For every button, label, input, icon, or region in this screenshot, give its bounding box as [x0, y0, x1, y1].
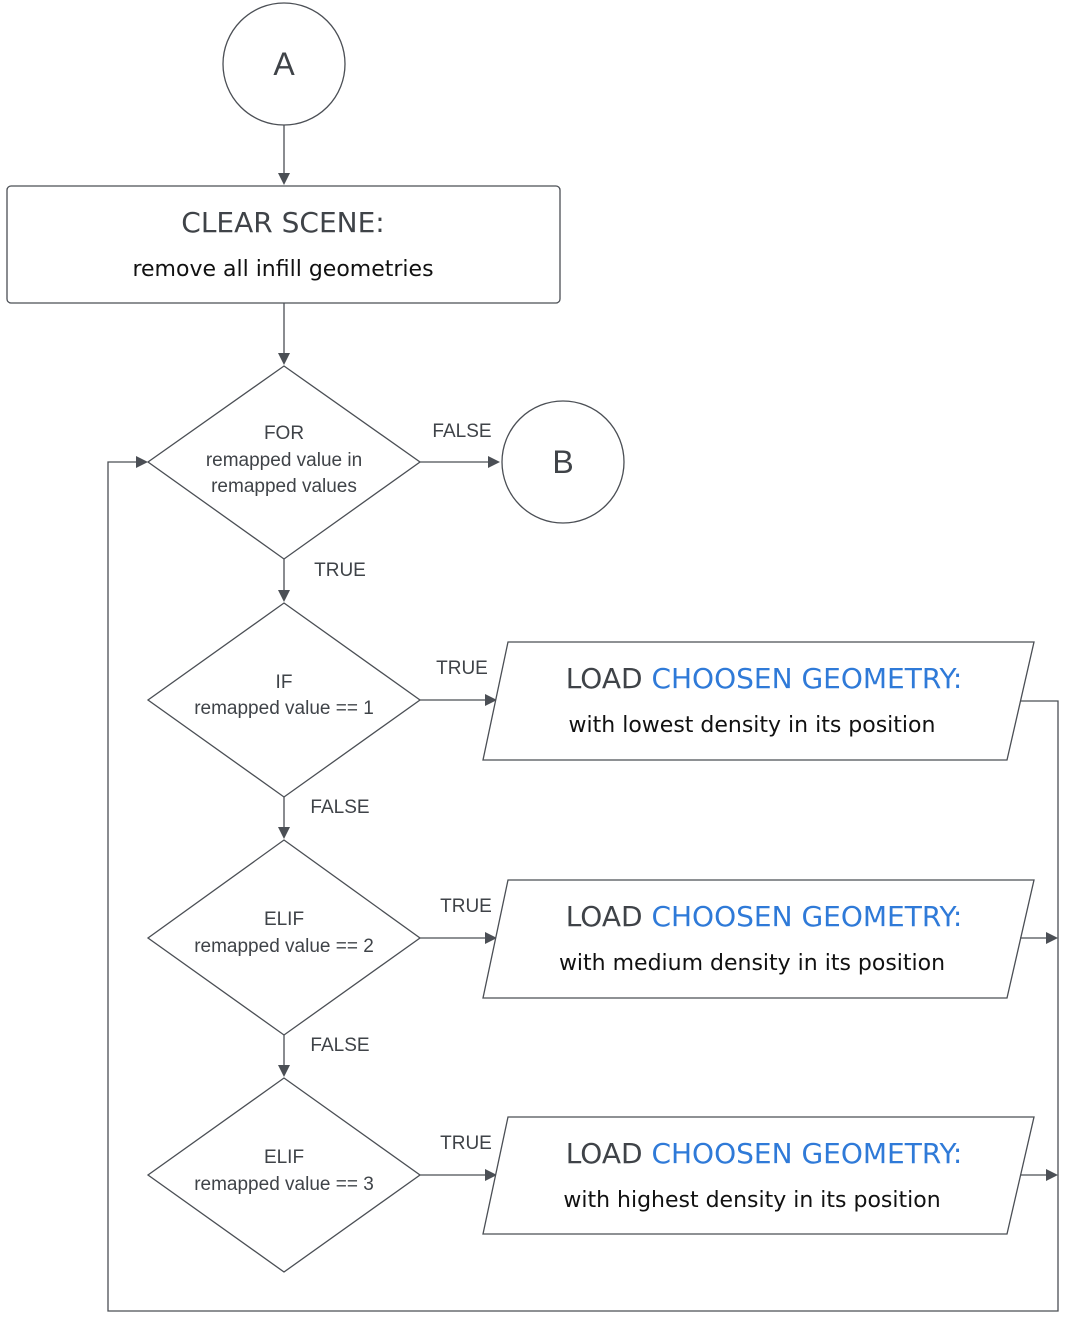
clear-scene-subtitle: remove all infill geometries	[132, 257, 433, 282]
edge-elif2-to-load-med: TRUE	[420, 896, 497, 944]
load-med-title-prefix: LOAD	[566, 900, 652, 933]
load-high-title: LOAD CHOOSEN GEOMETRY:	[566, 1137, 963, 1170]
load-med-subtitle: with medium density in its position	[559, 951, 945, 976]
if-decision: IF remapped value == 1	[146, 602, 422, 798]
connector-a: A	[222, 2, 346, 126]
edge-clear-to-for	[278, 303, 290, 365]
edge-load-high-to-rail	[1020, 1169, 1058, 1181]
if-line2: remapped value == 1	[194, 698, 374, 719]
elif2-line2: remapped value == 2	[194, 936, 374, 957]
load-low-box: LOAD CHOOSEN GEOMETRY: with lowest densi…	[482, 641, 1035, 761]
edge-a-to-clear	[278, 125, 290, 185]
load-high-box: LOAD CHOOSEN GEOMETRY: with highest dens…	[482, 1116, 1035, 1235]
elif3-decision: ELIF remapped value == 3	[146, 1077, 422, 1273]
load-low-subtitle: with lowest density in its position	[569, 713, 936, 738]
load-med-title-highlight: CHOOSEN GEOMETRY:	[651, 900, 962, 933]
clear-scene-box: CLEAR SCENE: remove all infill geometrie…	[6, 185, 561, 304]
for-line1: FOR	[264, 423, 304, 444]
if-true-label: TRUE	[436, 658, 488, 679]
edge-for-to-if: TRUE	[278, 559, 366, 602]
for-true-label: TRUE	[314, 560, 366, 581]
edge-if-to-elif2: FALSE	[278, 797, 370, 839]
for-line3: remapped values	[211, 476, 357, 497]
edge-if-to-load-low: TRUE	[420, 658, 497, 706]
edge-elif2-to-elif3: FALSE	[278, 1035, 370, 1077]
elif3-true-label: TRUE	[440, 1133, 492, 1154]
elif2-decision: ELIF remapped value == 2	[146, 839, 422, 1036]
if-line1: IF	[276, 672, 293, 693]
edge-load-med-to-rail	[1020, 932, 1058, 944]
load-high-title-highlight: CHOOSEN GEOMETRY:	[651, 1137, 962, 1170]
connector-b: B	[501, 400, 625, 524]
elif3-line1: ELIF	[264, 1147, 304, 1168]
for-false-label: FALSE	[432, 421, 491, 442]
elif2-true-label: TRUE	[440, 896, 492, 917]
load-med-box: LOAD CHOOSEN GEOMETRY: with medium densi…	[482, 879, 1035, 999]
clear-scene-title: CLEAR SCENE:	[181, 206, 384, 239]
load-low-title-prefix: LOAD	[566, 662, 652, 695]
for-decision: FOR remapped value in remapped values	[146, 365, 422, 560]
connector-b-label: B	[552, 444, 573, 480]
elif2-false-label: FALSE	[310, 1035, 369, 1056]
for-line2: remapped value in	[206, 450, 362, 471]
load-low-title: LOAD CHOOSEN GEOMETRY:	[566, 662, 963, 695]
if-false-label: FALSE	[310, 797, 369, 818]
connector-a-label: A	[273, 46, 295, 82]
edge-loop-return	[107, 456, 1059, 1312]
elif3-line2: remapped value == 3	[194, 1174, 374, 1195]
edge-elif3-to-load-high: TRUE	[420, 1133, 497, 1181]
elif2-line1: ELIF	[264, 909, 304, 930]
load-low-title-highlight: CHOOSEN GEOMETRY:	[651, 662, 962, 695]
load-high-title-prefix: LOAD	[566, 1137, 652, 1170]
load-high-subtitle: with highest density in its position	[563, 1188, 940, 1213]
load-med-title: LOAD CHOOSEN GEOMETRY:	[566, 900, 963, 933]
edge-for-to-b: FALSE	[420, 421, 500, 468]
